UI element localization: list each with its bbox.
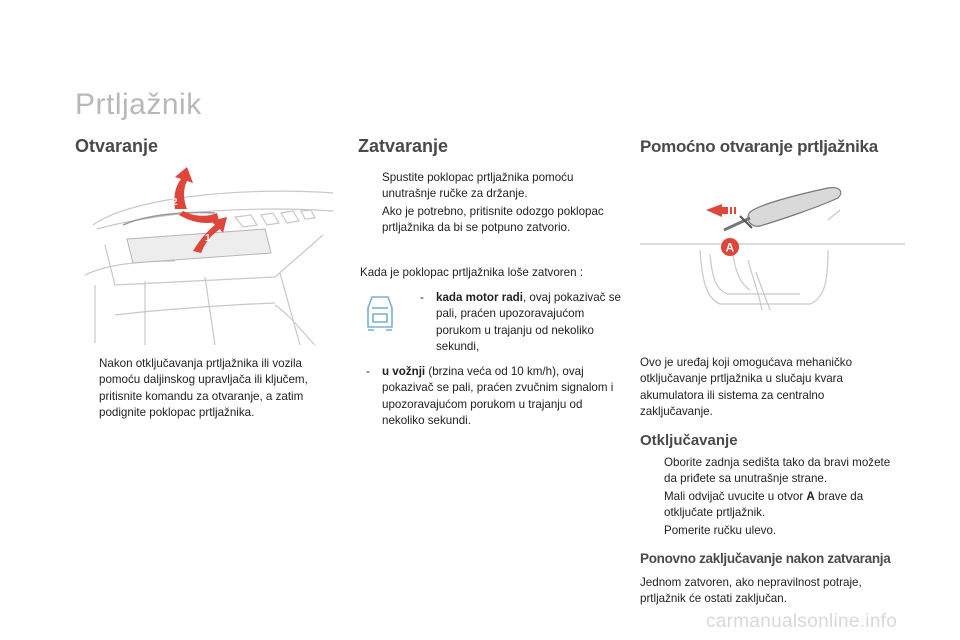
list-item: Mali odvijač uvucite u otvor A brave da … [642,489,904,522]
bullet-text: Nakon otključavanja prtljažnika ili vozi… [99,357,308,420]
bullet-text: Spustite poklopac prtljažnika pomoću unu… [382,171,574,201]
dash-marker: - [366,365,370,378]
label-a-marker: A [726,241,735,255]
list-item: Ako je potrebno, pritisnite odozgo poklo… [360,204,630,237]
arrow-label-1: 1 [205,233,211,244]
zatvaranje-instructions: Spustite poklopac prtljažnika pomoću unu… [360,170,630,238]
list-item: - u vožnji (brzina veća od 10 km/h), ova… [366,364,616,430]
list-item: Spustite poklopac prtljažnika pomoću unu… [360,170,630,203]
list-item: Nakon otključavanja prtljažnika ili vozi… [77,356,329,422]
warning-intro: Kada je poklopac prtljažnika loše zatvor… [360,266,583,279]
list-item: Oborite zadnja sedišta tako da bravi mož… [642,455,904,488]
trunk-opening-illustration: 2 1 [84,167,334,346]
trunk-open-warning-icon [367,296,393,331]
dash-marker: - [420,291,424,304]
heading-pomocno-otvaranje: Pomoćno otvaranje prtljažnika [640,137,878,156]
bold-term: A [806,489,815,503]
otvaranje-instructions: Nakon otključavanja prtljažnika ili vozi… [77,356,329,423]
heading-ponovno-zakljucavanje: Ponovno zaključavanje nakon zatvaranja [640,551,891,566]
list-item: Pomerite ručku ulevo. [642,523,904,539]
heading-otvaranje: Otvaranje [75,136,159,156]
pomocno-description: Ovo je uređaj koji omogućava mehaničko o… [640,356,853,419]
heading-zatvaranje: Zatvaranje [358,136,449,156]
bold-term: kada motor radi [436,291,523,304]
warning-item-engine: - kada motor radi, ovaj pokazivač se pal… [420,290,625,356]
bullet-text-post: brave da otključate prtljažnik. [664,489,864,520]
list-item: - kada motor radi, ovaj pokazivač se pal… [420,290,625,356]
item-text: (brzina veća od 10 km/h), ovaj pokazivač… [382,365,614,428]
watermark: carmanualsonline.info [706,611,898,632]
ponovno-description: Jednom zatvoren, ako nepravilnost potraj… [640,576,862,606]
bullet-text: Oborite zadnja sedišta tako da bravi mož… [664,456,891,486]
bold-term: u vožnji [382,365,426,378]
item-text: , ovaj pokazivač se pali, praćen upozora… [436,291,621,354]
bullet-text-pre: Mali odvijač uvucite u otvor [664,489,807,503]
page-title: Prtljažnik [75,88,202,121]
heading-otkljucavanje: Otključavanje [640,432,738,449]
otkljucavanje-instructions: Oborite zadnja sedišta tako da bravi mož… [642,455,904,540]
arrow-label-2: 2 [172,197,178,208]
emergency-release-illustration: A [640,187,905,311]
bullet-text: Pomerite ručku ulevo. [664,523,777,537]
warning-item-driving: - u vožnji (brzina veća od 10 km/h), ova… [366,364,616,430]
bullet-text: Ako je potrebno, pritisnite odozgo poklo… [382,204,604,235]
